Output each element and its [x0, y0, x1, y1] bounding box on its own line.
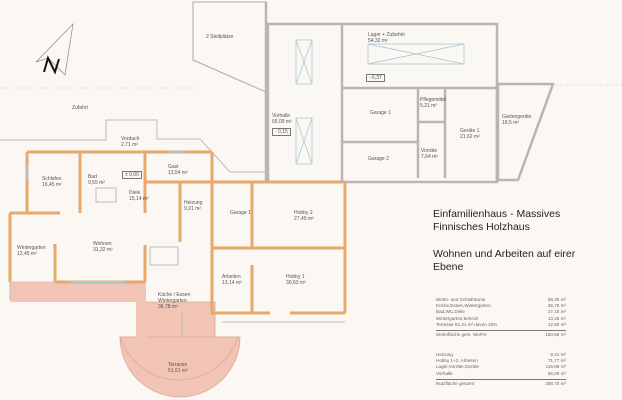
room-label-garage1: Garage 1	[370, 110, 391, 116]
level-eingang: ± 0,00	[122, 171, 142, 179]
room-label-stellplaetze: 2 Stellplätze	[206, 34, 234, 40]
level-vorhalle: - 0,15	[272, 128, 291, 136]
plan-subtitle: Wohnen und Arbeiten auf eirer Ebene	[433, 248, 576, 273]
room-label-garage1-house: Garage 1	[230, 210, 251, 216]
plan-title: Einfamilienhaus - Massives Finnisches Ho…	[433, 208, 561, 233]
north-arrow-icon	[35, 22, 74, 76]
room-label-garage2: Garage 2	[368, 156, 389, 162]
level-lager: - 6,37	[366, 74, 385, 82]
room-label-zufahrt: Zufahrt	[72, 105, 88, 111]
table-row: Terrasse 51,31 m² davon 25%12,90 m²	[436, 321, 566, 327]
